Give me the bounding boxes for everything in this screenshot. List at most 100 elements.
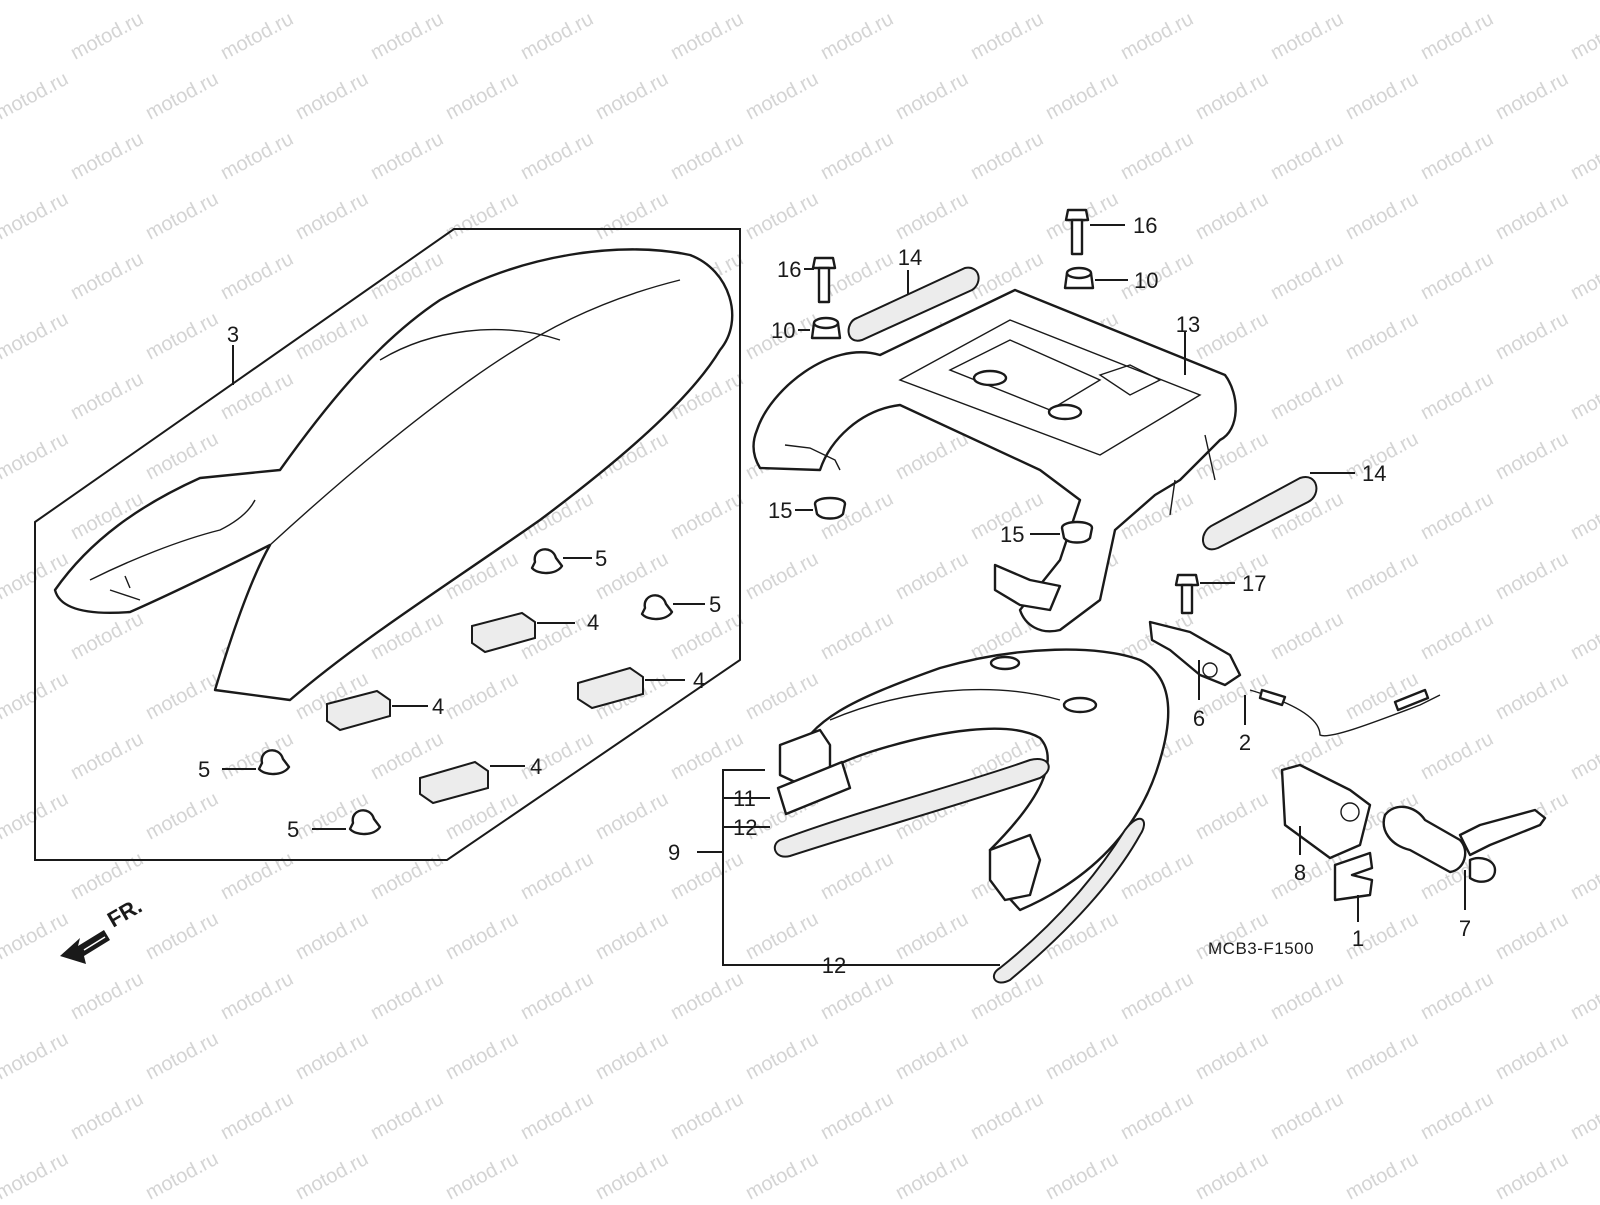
watermark-text: motod.ru — [892, 428, 972, 484]
watermark-text: motod.ru — [1492, 308, 1572, 364]
watermark-text: motod.ru — [1117, 128, 1197, 184]
watermark-text: motod.ru — [742, 1028, 822, 1084]
watermark-text: motod.ru — [67, 728, 147, 784]
watermark-text: motod.ru — [1567, 248, 1600, 304]
callout-10a: 10 — [771, 318, 795, 343]
watermark-text: motod.ru — [1042, 1148, 1122, 1200]
callout-14b: 14 — [1362, 461, 1386, 486]
callout-7: 7 — [1459, 916, 1471, 941]
watermark-text: motod.ru — [1342, 1148, 1422, 1200]
watermark-text: motod.ru — [1042, 1028, 1122, 1084]
watermark-text: motod.ru — [292, 1148, 372, 1200]
watermark-text: motod.ru — [892, 1028, 972, 1084]
watermark-text: motod.ru — [292, 0, 372, 4]
watermark-text: motod.ru — [892, 908, 972, 964]
callout-15b: 15 — [1000, 522, 1024, 547]
callout-5a: 5 — [595, 546, 607, 571]
watermark-text: motod.ru — [1417, 368, 1497, 424]
watermark-text: motod.ru — [67, 8, 147, 64]
callout-8: 8 — [1294, 860, 1306, 885]
watermark-text: motod.ru — [892, 1148, 972, 1200]
seat-group-box — [34, 228, 741, 861]
watermark-text: motod.ru — [1267, 128, 1347, 184]
watermark-text: motod.ru — [892, 0, 972, 4]
watermark-text: motod.ru — [1342, 308, 1422, 364]
watermark-text: motod.ru — [292, 1028, 372, 1084]
callout-3: 3 — [227, 322, 239, 347]
watermark-text: motod.ru — [667, 728, 747, 784]
callout-6: 6 — [1193, 706, 1205, 731]
watermark-text: motod.ru — [1492, 0, 1572, 4]
callout-17: 17 — [1242, 571, 1266, 596]
watermark-text: motod.ru — [142, 1028, 222, 1084]
carrier-rail-rubber — [847, 266, 1318, 551]
front-direction-arrow: FR. — [60, 893, 146, 964]
callout-14a: 14 — [898, 245, 922, 270]
watermark-text: motod.ru — [667, 488, 747, 544]
watermark-text: motod.ru — [592, 188, 672, 244]
watermark-text: motod.ru — [517, 1088, 597, 1144]
watermark-text: motod.ru — [67, 248, 147, 304]
flange-bolt — [811, 208, 1090, 304]
watermark-text: motod.ru — [1492, 68, 1572, 124]
callout-1: 1 — [1352, 926, 1364, 951]
watermark-text: motod.ru — [1192, 788, 1272, 844]
watermark-text: motod.ru — [1417, 728, 1497, 784]
watermark-text: motod.ru — [742, 908, 822, 964]
watermark-text: motod.ru — [367, 848, 447, 904]
watermark-text: motod.ru — [1267, 968, 1347, 1024]
watermark-text: motod.ru — [1267, 8, 1347, 64]
watermark-text: motod.ru — [0, 188, 72, 244]
watermark-text: motod.ru — [0, 428, 72, 484]
watermark-text: motod.ru — [1192, 0, 1272, 4]
callout-5c: 5 — [198, 757, 210, 782]
watermark-text: motod.ru — [892, 188, 972, 244]
watermark-text: motod.ru — [442, 1148, 522, 1200]
watermark-text: motod.ru — [142, 308, 222, 364]
caution-label — [776, 760, 852, 816]
seat-lock-parts — [1148, 573, 1547, 902]
callout-12b: 12 — [822, 953, 846, 978]
watermark-text: motod.ru — [1267, 368, 1347, 424]
callout-12a: 12 — [733, 815, 757, 840]
watermark-text: motod.ru — [1192, 68, 1272, 124]
foam-strip — [773, 758, 1145, 984]
watermark-text: motod.ru — [0, 788, 72, 844]
watermark-text: motod.ru — [142, 0, 222, 4]
watermark-text: motod.ru — [67, 608, 147, 664]
watermark-text: motod.ru — [367, 248, 447, 304]
watermark-text: motod.ru — [217, 728, 297, 784]
watermark-text: motod.ru — [442, 68, 522, 124]
watermark-text: motod.ru — [742, 0, 822, 4]
watermark-text: motod.ru — [1042, 0, 1122, 4]
watermark-text: motod.ru — [1342, 548, 1422, 604]
watermark-text: motod.ru — [667, 968, 747, 1024]
watermark-text: motod.ru — [742, 668, 822, 724]
watermark-text: motod.ru — [1567, 368, 1600, 424]
watermark-text: motod.ru — [1417, 8, 1497, 64]
watermark-text: motod.ru — [1342, 1028, 1422, 1084]
watermark-text: motod.ru — [142, 68, 222, 124]
watermark-text: motod.ru — [1267, 608, 1347, 664]
watermark-text: motod.ru — [1267, 1088, 1347, 1144]
watermark-text: motod.ru — [967, 1088, 1047, 1144]
seat-group: 3 4 4 4 4 5 5 5 5 — [34, 228, 741, 861]
watermark-text: motod.ru — [292, 908, 372, 964]
callout-4a: 4 — [587, 610, 599, 635]
watermark-text: motod.ru — [1492, 1148, 1572, 1200]
watermark-text: motod.ru — [1492, 908, 1572, 964]
diagram-code: MCB3-F1500 — [1208, 939, 1314, 958]
watermark-text: motod.ru — [592, 908, 672, 964]
watermark-text: motod.ru — [667, 608, 747, 664]
watermark-text: motod.ru — [1567, 728, 1600, 784]
callout-15a: 15 — [768, 498, 792, 523]
watermark-text: motod.ru — [1192, 308, 1272, 364]
watermark-text: motod.ru — [217, 8, 297, 64]
watermark-text: motod.ru — [517, 8, 597, 64]
watermark-text: motod.ru — [817, 608, 897, 664]
watermark-text: motod.ru — [1192, 188, 1272, 244]
watermark-text: motod.ru — [1567, 128, 1600, 184]
watermark-text: motod.ru — [517, 128, 597, 184]
